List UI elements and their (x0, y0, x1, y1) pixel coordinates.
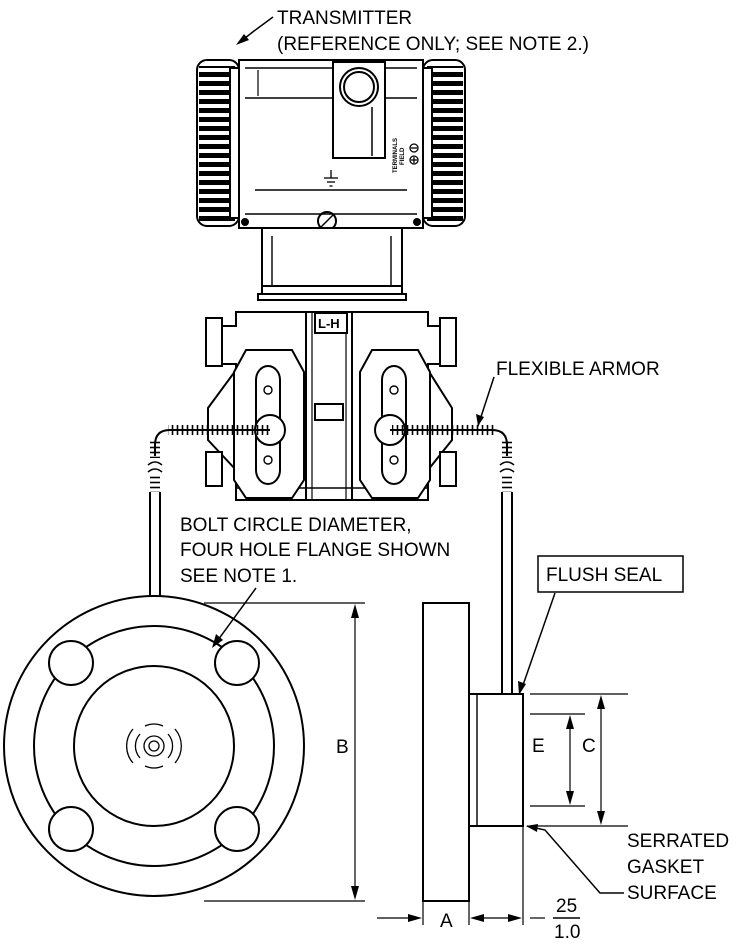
lh-label: L-H (318, 316, 340, 331)
transmitter-note-label: (REFERENCE ONLY; SEE NOTE 2.) (277, 34, 589, 55)
flush-seal-box (537, 555, 684, 593)
display-window (332, 61, 386, 159)
bolt-hole (48, 806, 94, 852)
bolt-circle-leader (217, 587, 257, 641)
housing-body (238, 59, 424, 229)
bolt-hole (214, 640, 260, 686)
dimension-c-label: C (582, 736, 596, 757)
field-terminals-label: FIELD (400, 147, 406, 165)
serration-symbol-icon (126, 723, 182, 769)
dimension-a-label: A (440, 911, 453, 932)
gasket-label-2: GASKET (627, 857, 704, 878)
bolt-circle-label-1: BOLT CIRCLE DIAMETER, (180, 515, 412, 536)
flush-seal-leader (521, 592, 556, 689)
bolt-circle-label-3: SEE NOTE 1. (180, 566, 297, 587)
right-end-cap (419, 59, 466, 227)
fraction-denominator: 1.0 (554, 922, 580, 943)
flexible-armor-right (390, 425, 515, 694)
flush-seal-label: FLUSH SEAL (546, 565, 662, 586)
bolt-circle-label-2: FOUR HOLE FLANGE SHOWN (180, 540, 450, 561)
bolt-hole (48, 640, 94, 686)
ground-symbol-icon (324, 170, 338, 187)
flange-front-view (3, 595, 305, 897)
sensor-body (205, 311, 457, 501)
gasket-leader (526, 825, 624, 894)
left-end-cap (196, 59, 243, 227)
lh-plate (314, 312, 348, 334)
terminal-plus-icon (409, 155, 419, 165)
surface-label-3: SURFACE (627, 883, 717, 904)
dimension-lines (204, 602, 628, 925)
bolt-hole (214, 806, 260, 852)
dimension-e-label: E (532, 736, 545, 757)
flexible-armor-left (147, 425, 270, 602)
fraction-numerator: 25 (556, 896, 577, 917)
transmitter-housing (196, 59, 466, 231)
flange-side-view (422, 602, 524, 902)
flexible-armor-label: FLEXIBLE ARMOR (496, 359, 660, 380)
terminal-minus-icon (409, 143, 419, 153)
serrated-label-1: SERRATED (627, 831, 729, 852)
transmitter-label: TRANSMITTER (277, 8, 412, 29)
field-terminals-label-2: TERMINALS (393, 138, 399, 173)
dimension-b-label: B (336, 737, 349, 758)
transmitter-neck (257, 227, 407, 301)
